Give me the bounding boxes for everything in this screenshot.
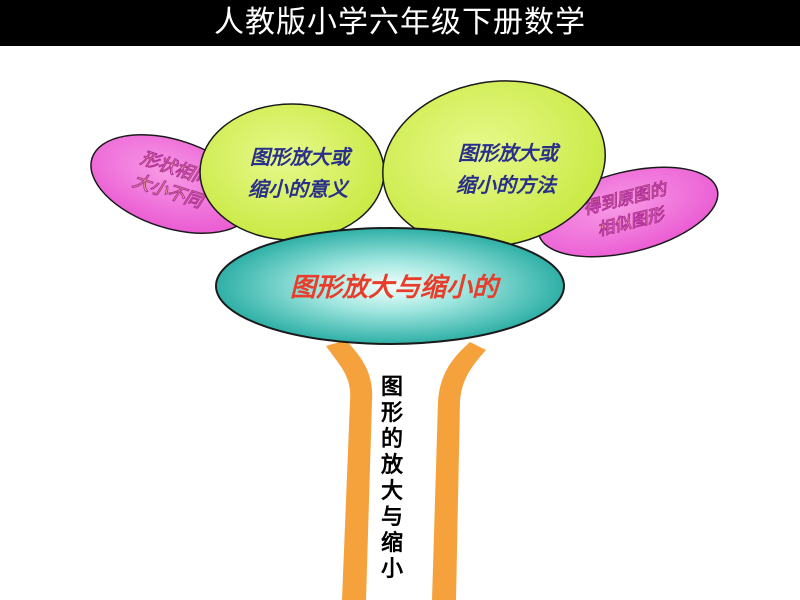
- stem-char: 与: [381, 505, 403, 530]
- mind-map-canvas: 形状相同, 大小不同 得到原图的 相似图形 图形放大或 缩小的意义 图形放大或 …: [0, 46, 800, 600]
- stem-char: 形: [381, 401, 403, 426]
- stem-char: 小: [381, 557, 403, 582]
- stem-char: 的: [381, 426, 403, 452]
- stem-char: 缩: [381, 530, 403, 556]
- stem-right-branch: [432, 342, 486, 600]
- leaf-right-green-line2: 缩小的方法: [456, 173, 558, 197]
- leaf-right-green: 图形放大或 缩小的方法: [382, 80, 606, 248]
- leaf-left-green-line2: 缩小的意义: [248, 177, 350, 201]
- leaf-right-green-line1: 图形放大或: [458, 141, 561, 165]
- stem: [326, 340, 486, 600]
- stem-char: 大: [381, 479, 403, 504]
- slide-title: 人教版小学六年级下册数学: [0, 0, 800, 46]
- stem-char: 放: [380, 452, 404, 478]
- stem-left-branch: [326, 340, 373, 600]
- center-label: 图形放大与缩小的: [290, 273, 502, 303]
- leaf-left-green: 图形放大或 缩小的意义: [199, 103, 385, 241]
- mind-map-diagram: 形状相同, 大小不同 得到原图的 相似图形 图形放大或 缩小的意义 图形放大或 …: [90, 80, 719, 600]
- center-node: 图形放大与缩小的: [215, 227, 565, 345]
- stem-char: 图: [381, 375, 403, 400]
- leaf-left-green-line1: 图形放大或: [250, 145, 353, 169]
